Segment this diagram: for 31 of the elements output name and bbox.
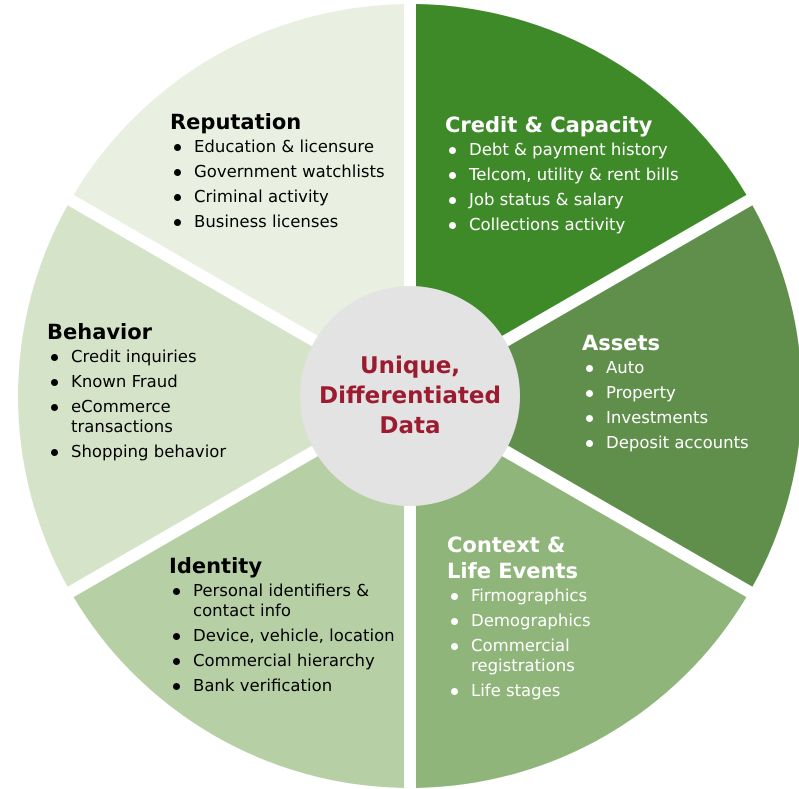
bullet-item: Job status & salary <box>469 190 625 210</box>
sector-heading: Identity <box>169 553 264 579</box>
sector-heading: Assets <box>582 330 662 356</box>
sector-heading: Credit & Capacity <box>445 112 654 138</box>
bullet-item: Life stages <box>471 681 562 701</box>
sector-heading: Behavior <box>47 319 154 345</box>
bullet-item: Auto <box>606 358 646 378</box>
bullet-item: Shopping behavior <box>71 442 228 462</box>
bullet-item: Deposit accounts <box>606 433 750 453</box>
bullet-item: Bank verification <box>193 676 334 696</box>
bullet-item: Commercial hierarchy <box>193 651 376 671</box>
bullet-item: Telcom, utility & rent bills <box>469 165 680 185</box>
bullet-item: eCommerce transactions <box>71 397 174 437</box>
bullet-item: Government watchlists <box>194 162 386 182</box>
bullet-item: Commercial registrations <box>471 636 576 676</box>
sector-heading: Reputation <box>170 109 302 135</box>
bullet-item: Credit inquiries <box>71 347 198 367</box>
bullet-item: Known Fraud <box>71 372 179 392</box>
bullet-item: Collections activity <box>469 215 626 235</box>
bullet-item: Property <box>606 383 677 403</box>
sector-heading: Context & Life Events <box>447 532 580 584</box>
bullet-item: Debt & payment history <box>469 140 669 160</box>
bullet-item: Firmographics <box>471 586 588 606</box>
bullet-item: Business licenses <box>194 212 340 232</box>
bullet-item: Demographics <box>471 611 592 631</box>
bullet-item: Device, vehicle, location <box>193 626 396 646</box>
bullet-item: Personal identifiers & contact info <box>193 581 370 621</box>
bullet-item: Investments <box>606 408 710 428</box>
bullet-item: Education & licensure <box>194 137 375 157</box>
center-title: Unique, Differentiated Data <box>318 352 502 441</box>
bullet-item: Criminal activity <box>194 187 330 207</box>
